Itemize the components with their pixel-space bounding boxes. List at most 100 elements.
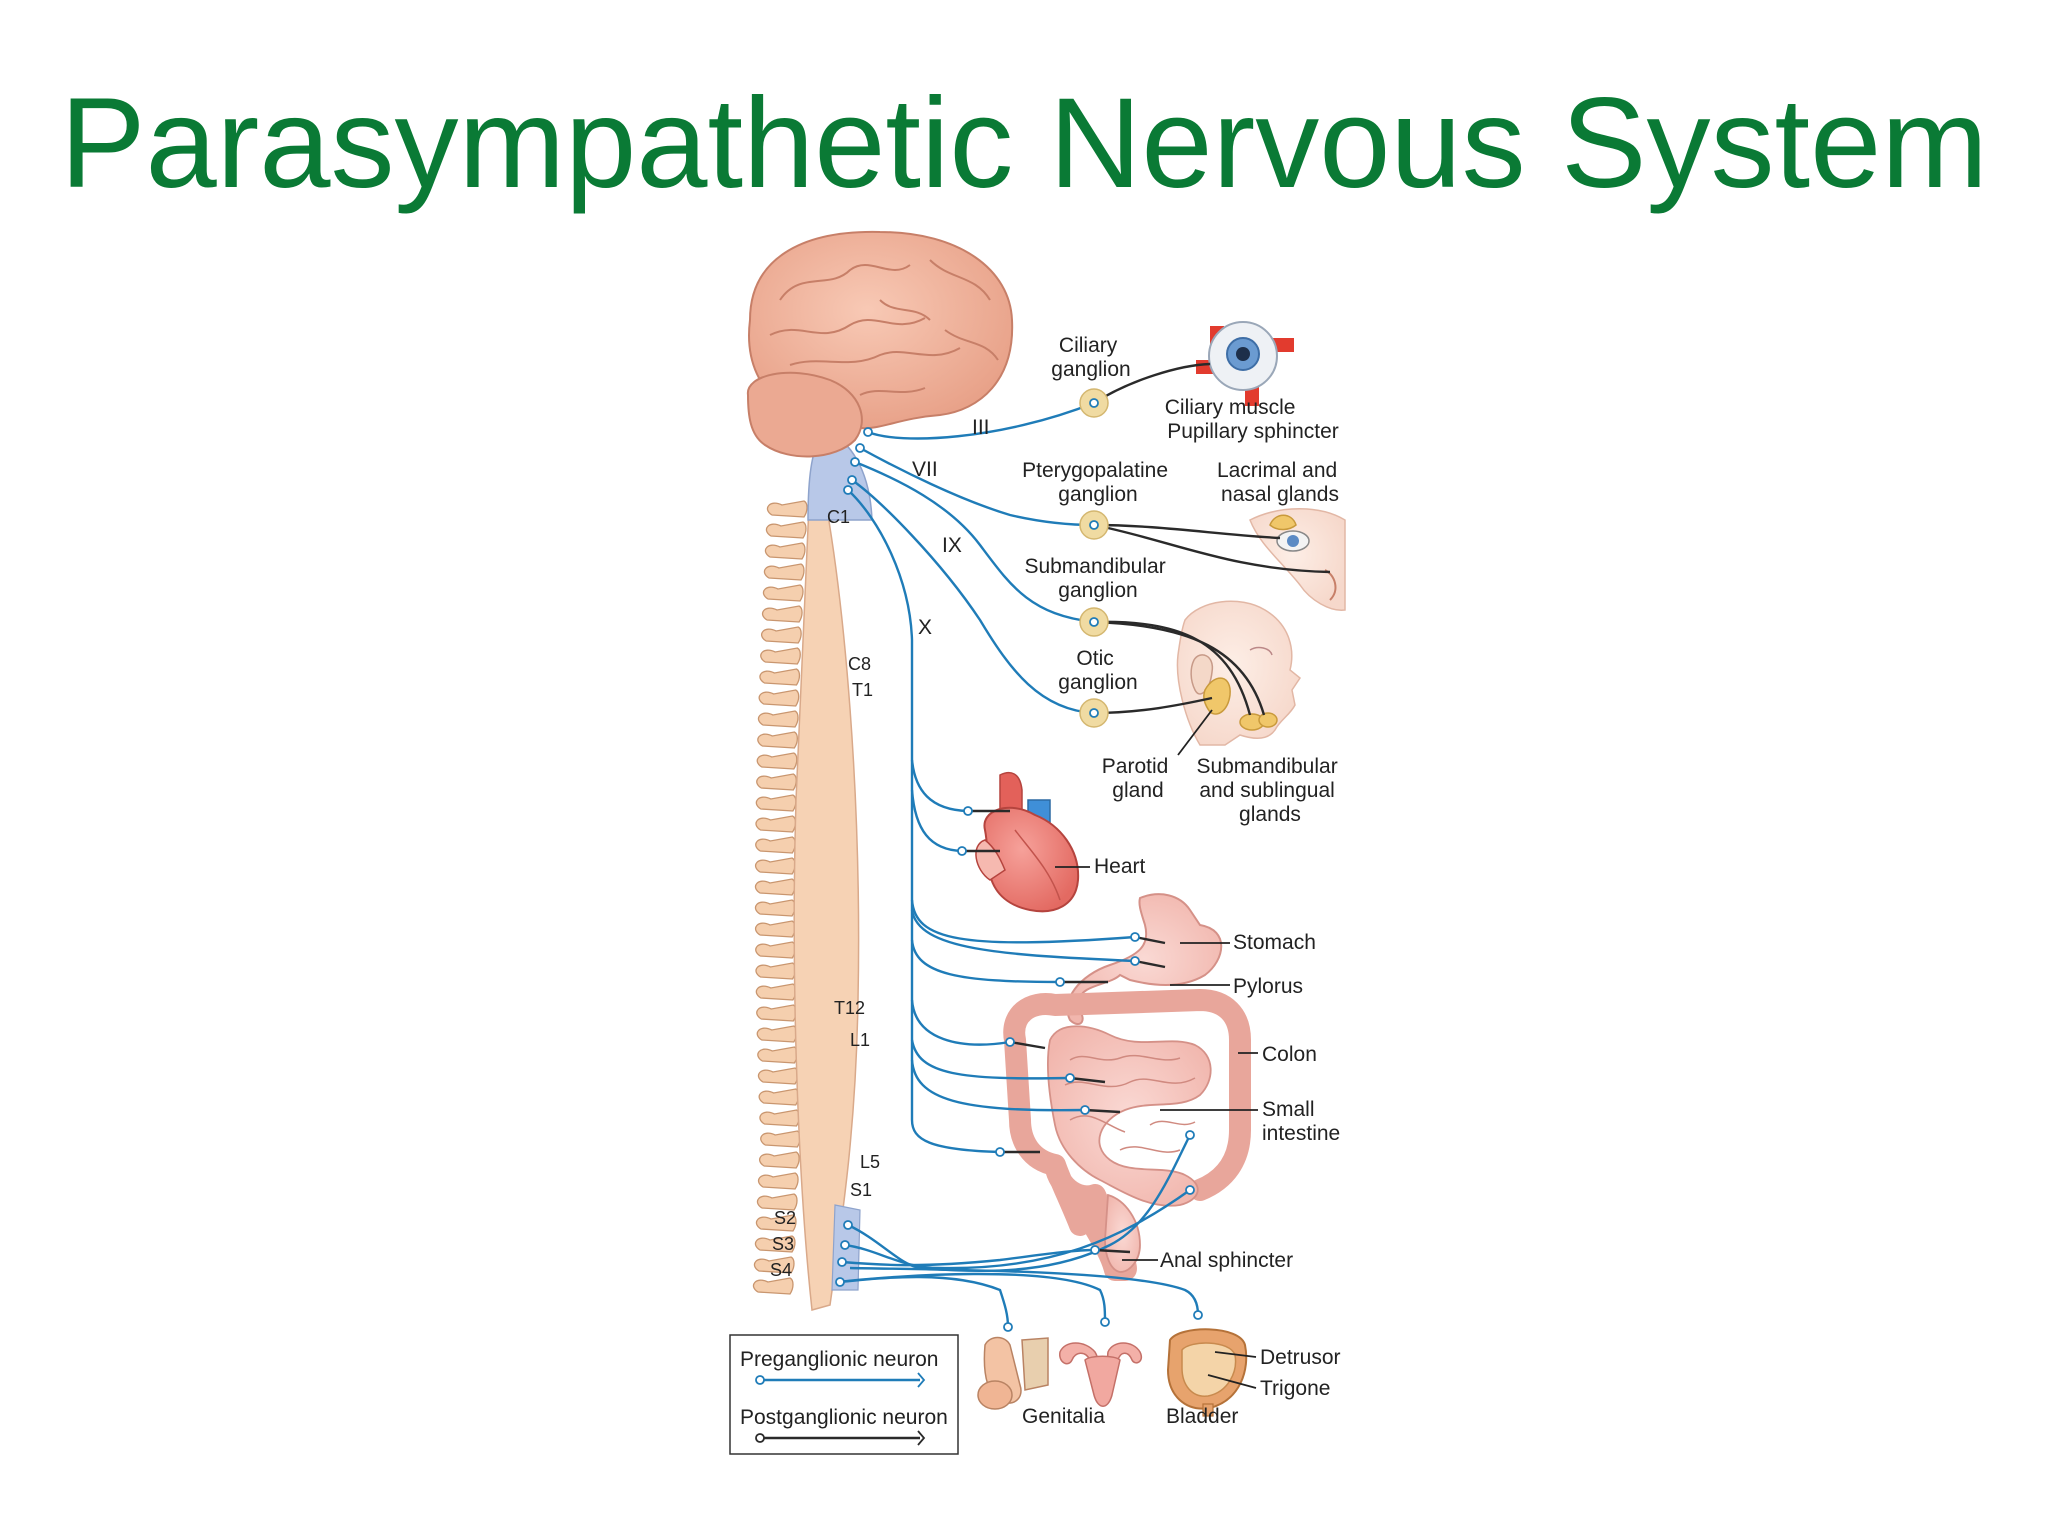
synapse-node [1185,1130,1195,1140]
synapse-node [843,1220,853,1230]
stomach-post-2 [1134,959,1166,969]
synapse-node [957,846,967,856]
spinal-cord [793,481,860,1311]
vertebra [762,605,803,623]
vertebra [761,626,802,644]
vagus-intestine-2 [910,1039,1071,1080]
ciliary-muscle-label: Ciliary muscle Pupillary sphincter [1165,396,1339,443]
vertebra [755,941,796,959]
vertebra [754,878,796,896]
parotid-gland-shape [1203,677,1231,715]
submandibular-post-2 [1093,620,1266,716]
legend-preganglionic-node [755,1375,765,1385]
pelvic-splanchnic-6 [849,1266,1200,1316]
vagus-stomach-1 [910,899,1136,944]
pelvic-splanchnic-3 [841,1248,1096,1267]
synapse-node [995,1147,1005,1157]
organ-labels: Ciliary ganglion Ciliary muscle Pupillar… [1022,334,1341,1428]
trigone-label: Trigone [1260,1377,1330,1400]
segment-c8: C8 [848,654,871,674]
parotid-gland-label: Parotid gland [1102,755,1174,802]
vagus-intestine-1 [910,999,1011,1046]
synapse-node [1003,1322,1013,1332]
anal-sphincter-label: Anal sphincter [1160,1249,1293,1272]
vertebrae [752,500,808,1295]
vertebra [756,1025,798,1043]
vagus-stomach-2 [910,909,1136,963]
vertebra [754,1235,796,1253]
legend-postganglionic-end [917,1430,926,1446]
cn-iii-label: III [972,416,990,439]
synapse-node [1130,932,1140,942]
vertebra [755,836,796,854]
detrusor-label: Detrusor [1260,1346,1341,1369]
spinal-segment-labels: C1 C8 T1 T12 L1 L5 S1 S2 S3 S4 [770,507,880,1280]
heart-illustration [975,771,1080,913]
head-profile-illustration [1176,600,1302,746]
stomach-post-1 [1134,935,1166,945]
vertebra [763,563,805,581]
slide-title: Parasympathetic Nervous System [60,72,1988,215]
vertebra [755,794,797,812]
pelvic-splanchnic-5 [837,1272,1107,1323]
intestine-post-3 [1084,1108,1121,1114]
synapse-node [1130,956,1140,966]
synapse-node [847,475,857,485]
vertebra [759,668,801,686]
vertebra [759,1151,800,1169]
brain [746,230,1014,458]
vertebra [755,1214,797,1232]
synapse-node [1080,1105,1090,1115]
vertebra [764,542,806,560]
synapse-node [1193,1310,1203,1320]
vertebra [760,1130,801,1148]
vagus-fiber [847,489,1001,1154]
legend-postganglionic-node [755,1433,765,1443]
preganglionic-fibers [837,401,1200,1328]
vertebra [757,1046,798,1064]
genitalia-illustration [977,1336,1143,1410]
segment-s1: S1 [850,1180,872,1200]
pelvic-splanchnic-2 [844,1189,1191,1270]
legend: Preganglionic neuron Postganglionic neur… [729,1334,959,1455]
vertebra [755,857,796,875]
rectum-shape [1104,1193,1141,1273]
anal-post [1094,1248,1131,1254]
segment-t12: T12 [834,998,865,1018]
intestine-post-1 [1009,1040,1046,1050]
vertebra [753,1256,795,1274]
cn-ix-fiber [851,479,1095,715]
synapse-nodes [835,398,1203,1332]
vagus-intestine-3 [910,1059,1086,1112]
cn-vii-label: VII [912,458,938,481]
eye-illustration [1196,321,1294,406]
synapse-node [837,1257,847,1267]
sublingual-gland-shape [1258,712,1278,728]
synapse-node [840,1240,850,1250]
legend-preganglionic-end [917,1372,926,1388]
cranial-nerve-labels: III VII IX X [912,416,990,639]
vertebra [756,752,798,770]
vagus-pylorus [910,939,1061,984]
synapse-node [963,806,973,816]
spinal-column [752,429,873,1311]
synapse-node [850,457,860,467]
lacrimal-face-illustration [1249,508,1346,611]
synapse-node [1185,1185,1195,1195]
synapse-node [1089,617,1099,627]
vertebra [755,983,797,1001]
cn-ix-label: IX [942,534,962,557]
leader-lines [1055,709,1258,1389]
vertebra [759,1109,801,1127]
synapse-node [1100,1317,1110,1327]
synapse-node [843,485,853,495]
heart-label: Heart [1094,855,1146,878]
colon-shape [1003,989,1251,1281]
vertebra [757,731,798,749]
vertebra [762,584,804,602]
pterygopalatine-ganglion-label: Pterygopalatine ganglion [1022,459,1174,506]
legend-preganglionic-label: Preganglionic neuron [740,1348,938,1371]
submandibular-ganglion-label: Submandibular ganglion [1024,555,1171,602]
segment-s4: S4 [770,1260,792,1280]
